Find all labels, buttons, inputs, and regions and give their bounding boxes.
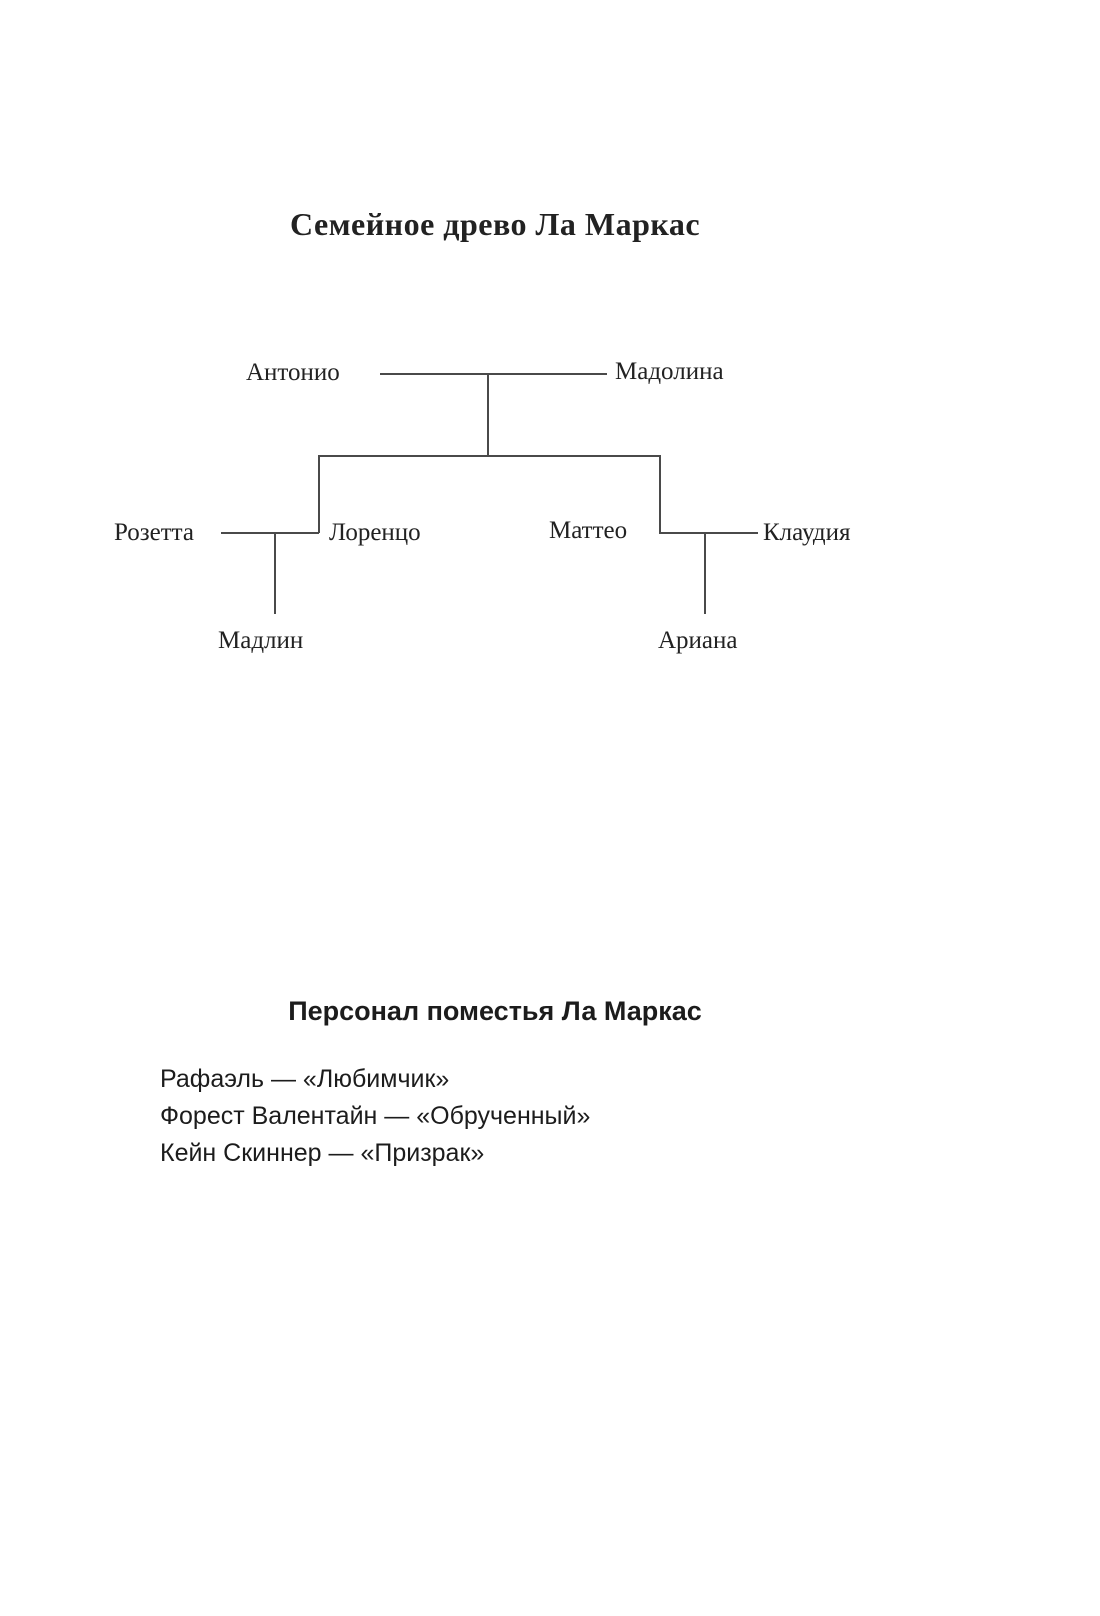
tree-node-rosetta: Розетта	[114, 519, 195, 546]
staff-title: Персонал поместья Ла Маркас	[288, 996, 702, 1026]
connector-matteo-drop	[659, 455, 661, 533]
connector-madlin-drop	[274, 532, 276, 614]
tree-node-madlin: Мадлин	[218, 627, 304, 654]
connector-antonio-madolina	[380, 373, 607, 375]
staff-item-kane: Кейн Скиннер — «Призрак»	[160, 1139, 485, 1167]
staff-item-forest: Форест Валентайн — «Обрученный»	[160, 1102, 591, 1130]
tree-node-lorenzo: Лоренцо	[329, 519, 421, 546]
connector-lorenzo-drop	[318, 455, 320, 533]
tree-node-claudia: Клаудия	[763, 519, 851, 546]
connector-matteo-claudia	[659, 532, 758, 534]
connector-ariana-drop	[704, 532, 706, 614]
connector-parents-drop	[487, 373, 489, 457]
connector-siblings-bar	[318, 455, 661, 457]
tree-node-ariana: Ариана	[658, 627, 738, 654]
tree-node-matteo: Маттео	[549, 517, 628, 544]
family-tree-title: Семейное древо Ла Маркас	[289, 206, 701, 242]
tree-node-antonio: Антонио	[246, 359, 340, 386]
connector-rosetta-lorenzo	[221, 532, 319, 534]
tree-node-madolina: Мадолина	[615, 358, 724, 385]
staff-item-rafael: Рафаэль — «Любимчик»	[160, 1065, 450, 1093]
staff-list: Рафаэль — «Любимчик» Форест Валентайн — …	[160, 1066, 590, 1177]
